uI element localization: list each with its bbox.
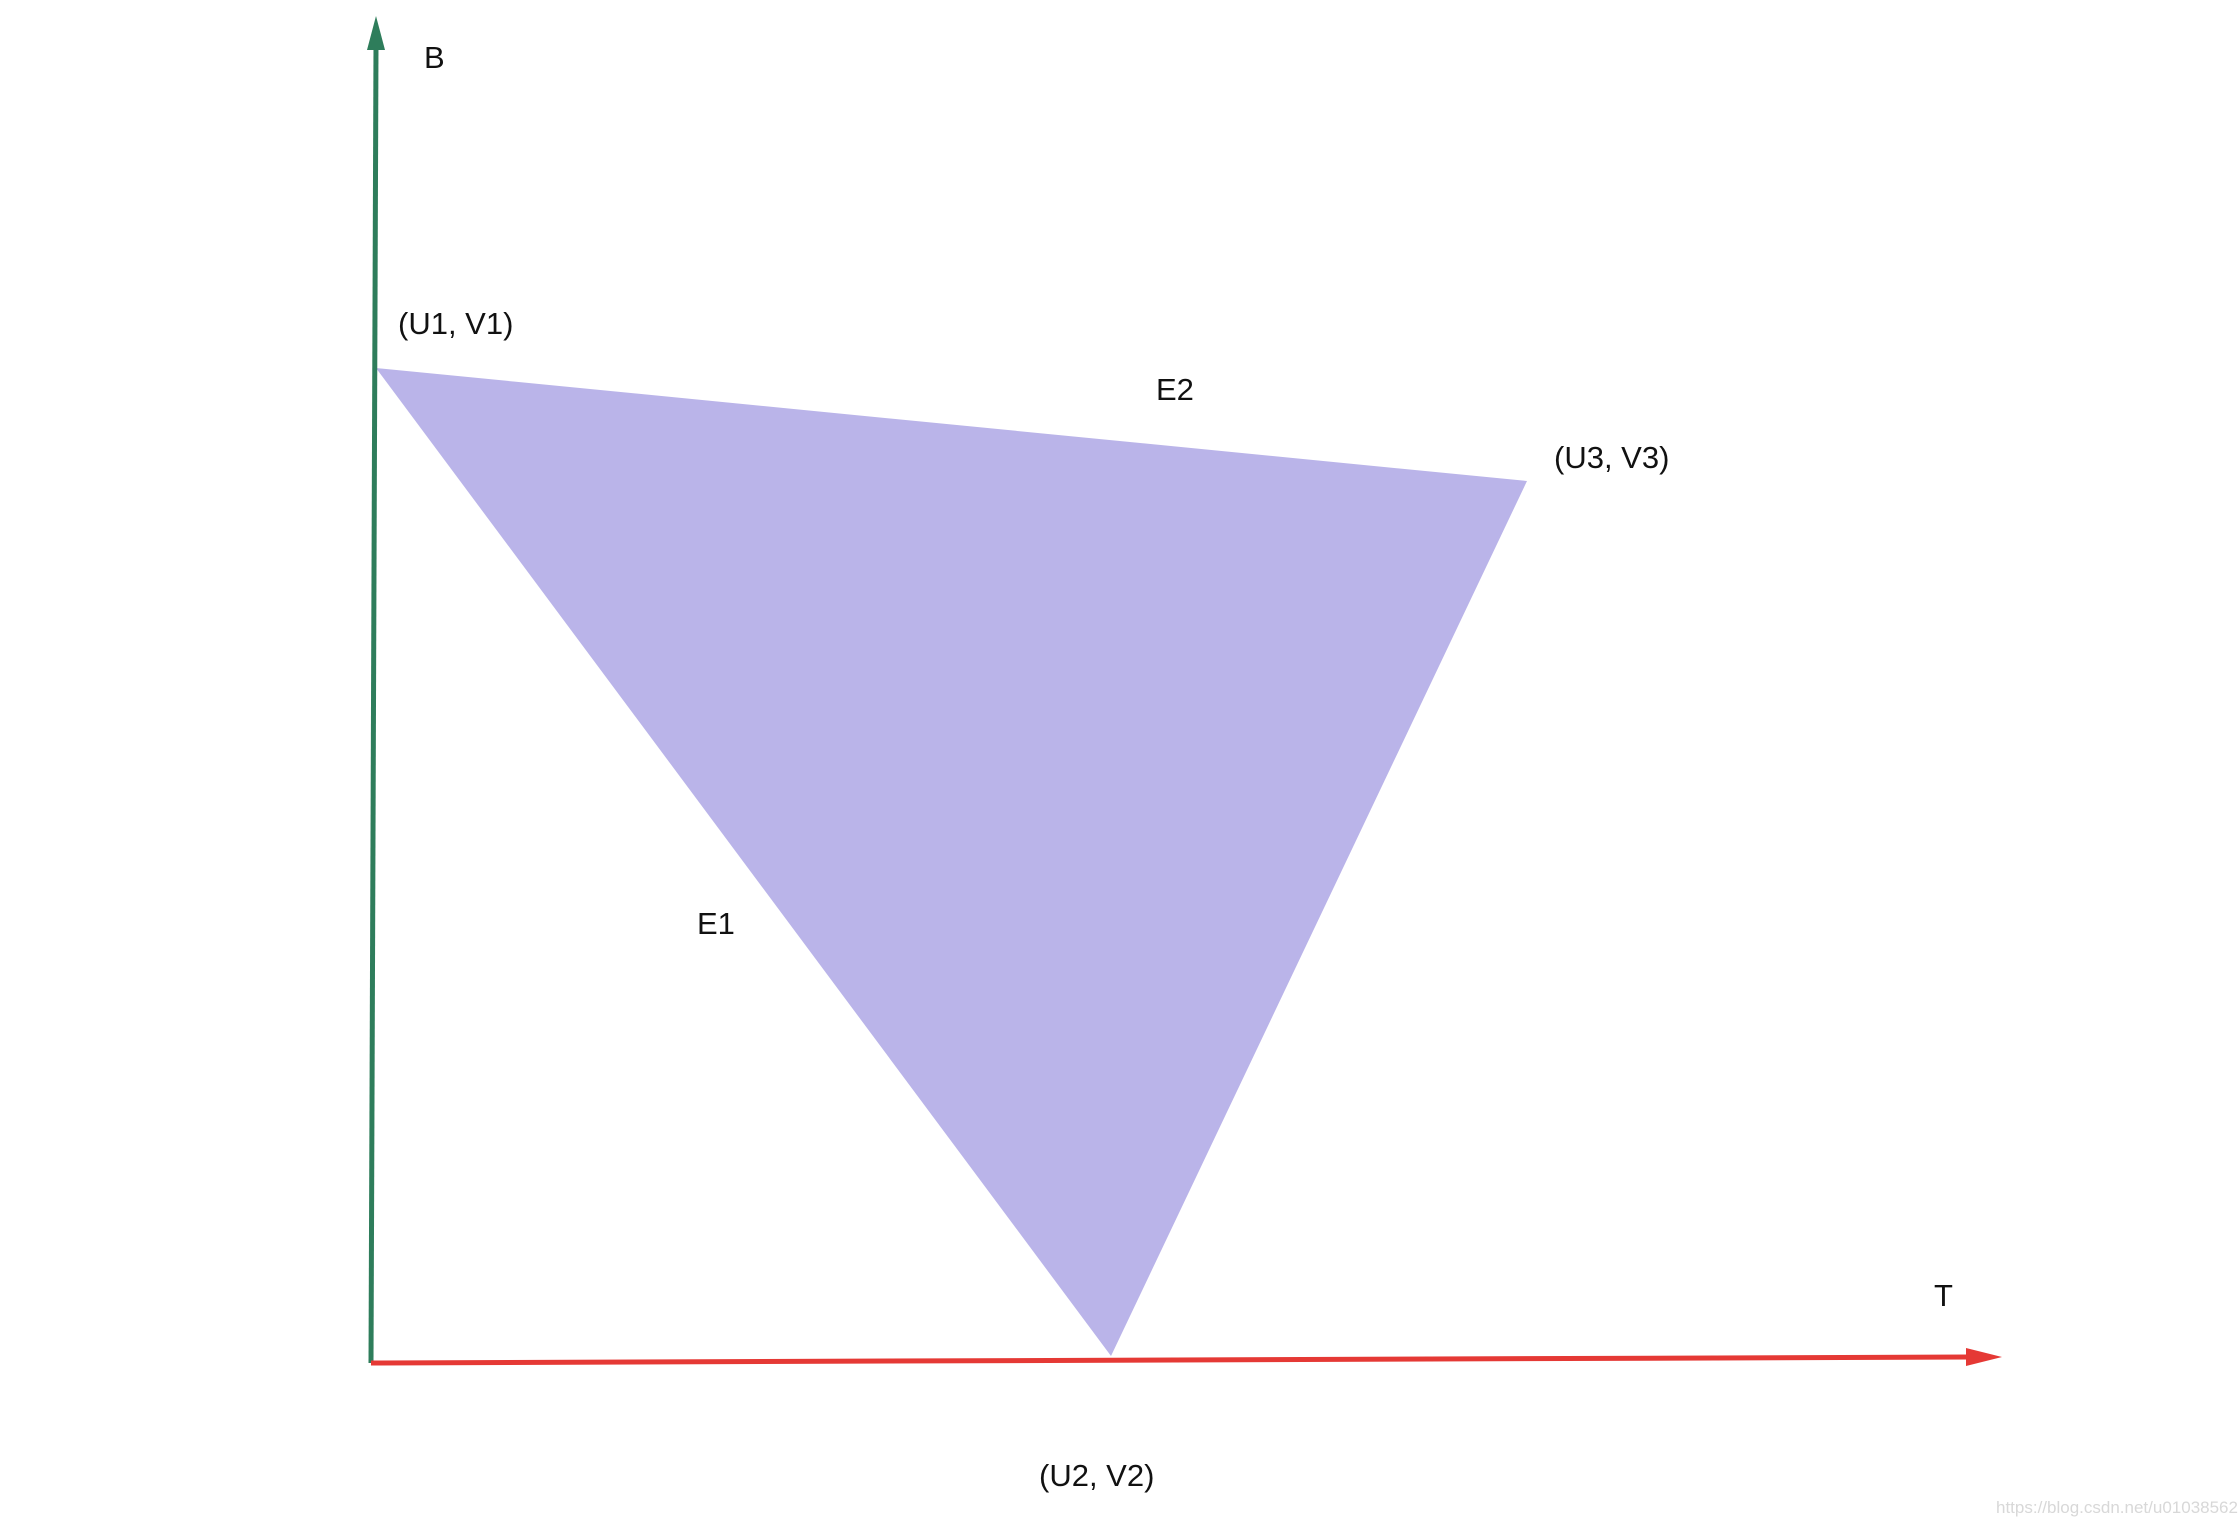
vertex-label-u2-v2: (U2, V2) xyxy=(1039,1458,1154,1493)
t-axis-line xyxy=(370,1354,1971,1366)
t-axis-arrowhead-icon xyxy=(1966,1348,2002,1366)
edge-label-e2: E2 xyxy=(1156,372,1194,407)
b-axis-arrowhead-icon xyxy=(367,16,385,50)
uv-triangle xyxy=(376,368,1527,1356)
vertex-label-u1-v1: (U1, V1) xyxy=(398,306,513,341)
b-axis-label: B xyxy=(424,40,445,75)
vertex-label-u3-v3: (U3, V3) xyxy=(1554,440,1669,475)
watermark-text: https://blog.csdn.net/u010385624 xyxy=(1996,1498,2238,1517)
b-axis-line xyxy=(368,43,379,1364)
t-axis-label: T xyxy=(1934,1278,1953,1313)
edge-label-e1: E1 xyxy=(697,906,735,941)
